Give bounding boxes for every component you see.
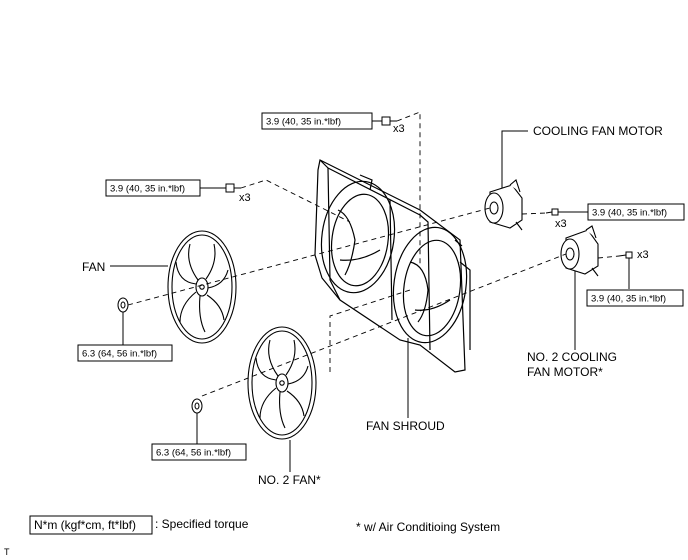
- torque-left-text: 3.9 (40, 35 in.*lbf): [110, 184, 185, 195]
- label-no2-cooling-fan-motor-2: FAN MOTOR*: [527, 365, 603, 379]
- torque-callout-right-lower: 3.9 (40, 35 in.*lbf) x3: [586, 249, 684, 307]
- torque-left-qty: x3: [239, 192, 251, 204]
- legend-unit-box: N*m (kgf*cm, ft*lbf): [34, 518, 136, 532]
- no2-cooling-fan-motor: [560, 225, 599, 277]
- torque-callout-left: 3.9 (40, 35 in.*lbf) x3: [105, 179, 251, 204]
- torque-callout-no2-fan-nut: 6.3 (64, 56 in.*lbf): [151, 443, 247, 461]
- legend: N*m (kgf*cm, ft*lbf) : Specified torque: [29, 515, 249, 535]
- leader-lines: [110, 120, 630, 472]
- bolt-right-lower: [618, 251, 633, 259]
- torque-right-upper-text: 3.9 (40, 35 in.*lbf): [592, 208, 667, 219]
- label-no2-cooling-fan-motor-1: NO. 2 COOLING: [527, 350, 617, 364]
- label-no2-fan: NO. 2 FAN*: [258, 473, 321, 487]
- torque-right-lower-qty: x3: [637, 249, 649, 261]
- torque-callout-top: 3.9 (40, 35 in.*lbf) x3: [261, 112, 405, 135]
- label-fan-shroud: FAN SHROUD: [366, 419, 445, 433]
- fan-shroud: [314, 159, 471, 373]
- nut-no2-fan: [191, 398, 203, 414]
- torque-callout-right-upper: 3.9 (40, 35 in.*lbf) x3: [555, 203, 685, 230]
- label-cooling-fan-motor: COOLING FAN MOTOR: [533, 124, 663, 138]
- corner-mark: T: [4, 547, 10, 557]
- no2-fan: [247, 326, 317, 440]
- bolt-left: [225, 183, 241, 193]
- torque-top-qty: x3: [393, 123, 405, 135]
- torque-no2-fan-nut-text: 6.3 (64, 56 in.*lbf): [156, 448, 231, 459]
- label-fan: FAN: [82, 260, 105, 274]
- footnote: * w/ Air Conditioing System: [356, 520, 500, 534]
- torque-top-text: 3.9 (40, 35 in.*lbf): [266, 117, 341, 128]
- cooling-fan-motor: [484, 179, 523, 231]
- bolt-right-upper: [545, 208, 559, 216]
- torque-right-lower-text: 3.9 (40, 35 in.*lbf): [591, 294, 666, 305]
- torque-fan-nut-text: 6.3 (64, 56 in.*lbf): [82, 349, 157, 360]
- torque-callout-fan-nut: 6.3 (64, 56 in.*lbf): [77, 344, 173, 362]
- nut-fan: [117, 297, 129, 313]
- assembly-lines: [127, 111, 620, 397]
- fan: [167, 230, 237, 344]
- legend-unit-desc: : Specified torque: [155, 517, 249, 531]
- torque-right-upper-qty: x3: [555, 218, 567, 230]
